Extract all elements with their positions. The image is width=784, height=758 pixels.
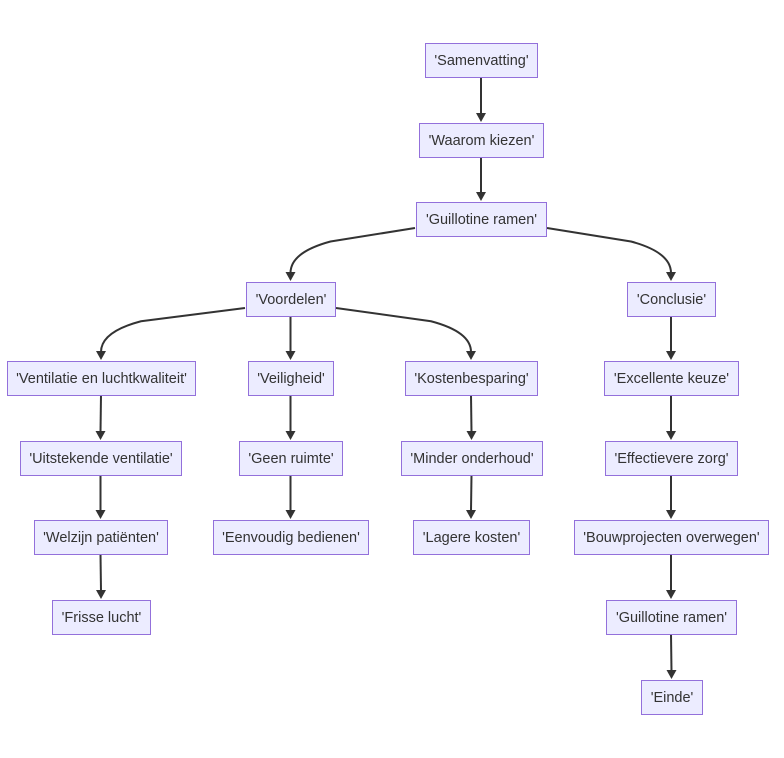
node-waarom: 'Waarom kiezen' (419, 123, 544, 158)
edge-guillotine2-to-einde (670, 633, 673, 672)
node-label: 'Guillotine ramen' (426, 212, 537, 228)
edge-welzijn-to-frisse (99, 553, 102, 592)
node-box (425, 43, 538, 78)
arrowhead-waarom (476, 113, 486, 122)
node-box (419, 123, 544, 158)
node-kosten: 'Kostenbesparing' (405, 361, 538, 396)
node-einde: 'Einde' (641, 680, 703, 715)
arrowhead-minder (466, 431, 477, 440)
node-guillotine2: 'Guillotine ramen' (606, 600, 737, 635)
node-box (574, 520, 769, 555)
node-label: 'Lagere kosten' (423, 530, 521, 546)
node-label: 'Waarom kiezen' (429, 133, 535, 149)
node-label: 'Eenvoudig bedienen' (222, 530, 360, 546)
node-label: 'Guillotine ramen' (616, 610, 727, 626)
node-excellente: 'Excellente keuze' (604, 361, 739, 396)
arrowhead-einde (666, 670, 677, 679)
arrowhead-veiligheid (285, 351, 296, 360)
node-uitstekende: 'Uitstekende ventilatie' (20, 441, 182, 476)
node-box (246, 282, 336, 317)
arrowhead-effectievere (666, 431, 676, 440)
node-box (239, 441, 343, 476)
node-label: 'Einde' (651, 690, 694, 706)
node-box (413, 520, 530, 555)
node-label: 'Samenvatting' (434, 53, 528, 69)
node-conclusie: 'Conclusie' (627, 282, 716, 317)
node-label: 'Kostenbesparing' (414, 371, 529, 387)
node-box (405, 361, 538, 396)
node-voordelen: 'Voordelen' (246, 282, 336, 317)
arrowhead-voordelen (285, 272, 296, 281)
node-box (604, 361, 739, 396)
node-box (34, 520, 168, 555)
node-box (213, 520, 369, 555)
node-box (606, 600, 737, 635)
node-label: 'Conclusie' (637, 292, 706, 308)
edge-ventilatie-to-uitstekende (99, 394, 102, 433)
arrowhead-guillotine1 (476, 192, 486, 201)
edge-guillotine1-to-voordelen (289, 227, 416, 274)
arrowhead-conclusie (666, 272, 676, 281)
edges-layer (95, 77, 677, 679)
node-welzijn: 'Welzijn patiënten' (34, 520, 168, 555)
node-minder: 'Minder onderhoud' (401, 441, 543, 476)
node-label: 'Welzijn patiënten' (43, 530, 159, 546)
arrowhead-uitstekende (95, 431, 106, 440)
arrowhead-welzijn (95, 510, 106, 519)
node-label: 'Bouwprojecten overwegen' (583, 530, 760, 546)
node-box (20, 441, 182, 476)
node-box (52, 600, 151, 635)
node-label: 'Frisse lucht' (62, 610, 142, 626)
node-bouwprojecten: 'Bouwprojecten overwegen' (574, 520, 769, 555)
arrowhead-geenruimte (285, 431, 296, 440)
node-box (641, 680, 703, 715)
node-label: 'Minder onderhoud' (410, 451, 533, 467)
arrowhead-lagere (466, 510, 476, 519)
node-eenvoudig: 'Eenvoudig bedienen' (213, 520, 369, 555)
node-box (416, 202, 547, 237)
arrowhead-frisse (96, 590, 106, 599)
node-label: 'Uitstekende ventilatie' (29, 451, 173, 467)
node-geenruimte: 'Geen ruimte' (239, 441, 343, 476)
arrowhead-excellente (666, 351, 676, 360)
nodes-layer: 'Samenvatting' 'Waarom kiezen' 'Guillotine… (7, 43, 769, 715)
node-guillotine1: 'Guillotine ramen' (416, 202, 547, 237)
node-label: 'Veiligheid' (257, 371, 325, 387)
node-box (7, 361, 196, 396)
node-box (401, 441, 543, 476)
node-label: 'Excellente keuze' (614, 371, 729, 387)
node-lagere: 'Lagere kosten' (413, 520, 530, 555)
node-label: 'Effectievere zorg' (614, 451, 728, 467)
node-label: 'Geen ruimte' (248, 451, 334, 467)
node-samenvatting: 'Samenvatting' (425, 43, 538, 78)
node-frisse: 'Frisse lucht' (52, 600, 151, 635)
edge-guillotine1-to-conclusie (546, 227, 672, 274)
edge-kosten-to-minder (470, 394, 473, 433)
arrowhead-kosten (466, 351, 476, 360)
edge-voordelen-to-ventilatie (100, 307, 246, 353)
edge-voordelen-to-kosten (335, 307, 472, 353)
node-ventilatie: 'Ventilatie en luchtkwaliteit' (7, 361, 196, 396)
node-effectievere: 'Effectievere zorg' (605, 441, 738, 476)
node-box (248, 361, 334, 396)
node-box (605, 441, 738, 476)
node-veiligheid: 'Veiligheid' (248, 361, 334, 396)
arrowhead-ventilatie (96, 351, 106, 360)
arrowhead-guillotine2 (666, 590, 676, 599)
node-box (627, 282, 716, 317)
arrowhead-eenvoudig (285, 510, 296, 519)
node-label: 'Voordelen' (256, 292, 327, 308)
edge-minder-to-lagere (470, 474, 473, 512)
arrowhead-bouwprojecten (666, 510, 676, 519)
node-label: 'Ventilatie en luchtkwaliteit' (16, 371, 187, 387)
